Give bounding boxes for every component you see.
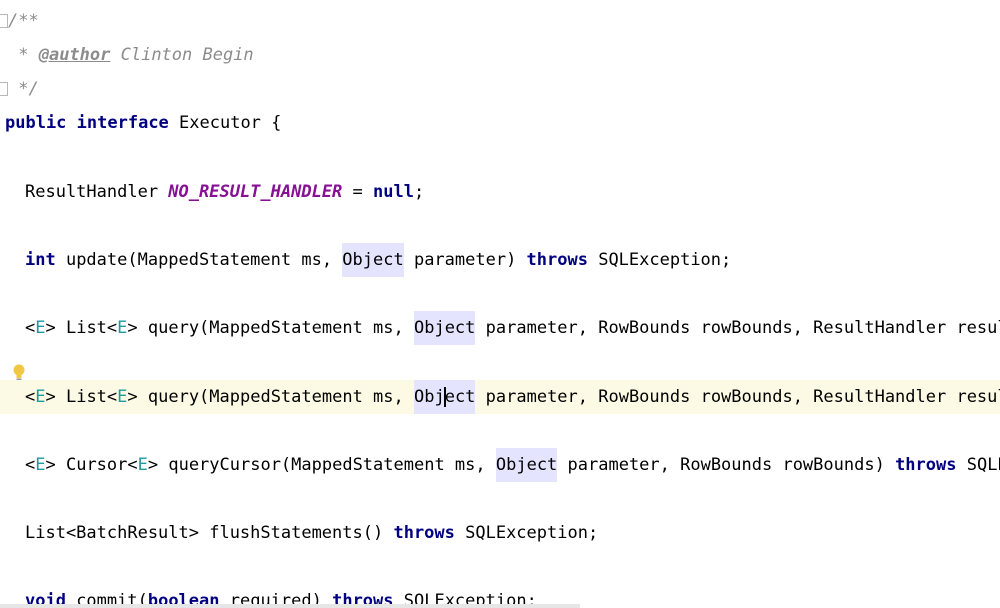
code-line-javadoc-open[interactable]: /**	[0, 4, 1000, 38]
generic-open: <	[25, 318, 36, 338]
object-part-1: Obj	[413, 387, 445, 407]
keyword-throws: throws	[526, 250, 588, 270]
type-param-e: E	[35, 387, 46, 407]
constant-no-result-handler: NO_RESULT_HANDLER	[168, 182, 343, 202]
return-type: > Cursor<	[45, 455, 138, 475]
query-signature: > query(MappedStatement ms,	[127, 318, 414, 338]
field-end: ;	[413, 182, 425, 202]
object-part-2: ect	[444, 387, 476, 407]
author-tag: @author	[38, 45, 111, 65]
code-line-query-1[interactable]: <E> List<E> query(MappedStatement ms, Ob…	[0, 311, 1000, 345]
keyword-throws: throws	[895, 455, 957, 475]
interface-name: Executor {	[168, 113, 282, 133]
usage-highlight-object-with-caret: Object	[413, 380, 476, 414]
update-signature: update(MappedStatement ms,	[55, 250, 343, 270]
keyword-int: int	[25, 250, 56, 270]
keyword-throws: throws	[332, 591, 394, 608]
author-name: Clinton Begin	[110, 45, 254, 65]
text-caret	[443, 387, 446, 407]
type-param-e: E	[35, 318, 46, 338]
field-type: ResultHandler	[25, 182, 169, 202]
type-param-e: E	[137, 455, 148, 475]
query-cursor-signature: > queryCursor(MappedStatement ms,	[147, 455, 496, 475]
code-line-field[interactable]: ResultHandler NO_RESULT_HANDLER = null;	[0, 175, 1000, 209]
javadoc-open: /**	[8, 11, 39, 31]
update-exception: SQLException;	[587, 250, 732, 270]
update-params: parameter)	[403, 250, 527, 270]
return-type: > List<	[45, 387, 118, 407]
code-line-javadoc-close[interactable]: */	[0, 72, 1000, 106]
keyword-interface: interface	[76, 113, 169, 133]
query-cursor-exception: SQLE	[966, 455, 1000, 475]
usage-highlight-object: Object	[495, 448, 558, 482]
query-cursor-params: parameter, RowBounds rowBounds)	[557, 455, 896, 475]
query-params: parameter, RowBounds rowBounds, ResultHa…	[475, 387, 1000, 407]
flush-exception: SQLException;	[454, 523, 599, 543]
usage-highlight-object: Object	[413, 311, 476, 345]
usage-highlight-object: Object	[342, 243, 404, 277]
type-param-e: E	[117, 387, 128, 407]
generic-open: <	[25, 387, 36, 407]
generic-open: <	[25, 455, 36, 475]
code-line-interface-decl[interactable]: public interface Executor {	[0, 106, 1000, 140]
commit-exception: SQLException;	[393, 591, 537, 608]
return-type: > List<	[45, 318, 118, 338]
code-line-query-2-current[interactable]: <E> List<E> query(MappedStatement ms, Ob…	[0, 380, 1000, 414]
keyword-throws: throws	[393, 523, 455, 543]
field-eq: =	[342, 182, 374, 202]
flush-signature: List<BatchResult> flushStatements()	[25, 523, 394, 543]
commit-params: required)	[219, 591, 333, 608]
horizontal-scrollbar[interactable]	[0, 604, 580, 608]
keyword-void: void	[25, 591, 66, 608]
javadoc-star: *	[8, 45, 39, 65]
commit-signature: commit(	[65, 591, 148, 608]
query-signature: > query(MappedStatement ms,	[127, 387, 414, 407]
code-line-author[interactable]: * @author Clinton Begin	[0, 38, 1000, 72]
code-line-update[interactable]: int update(MappedStatement ms, Object pa…	[0, 243, 1000, 277]
type-param-e: E	[117, 318, 128, 338]
keyword-null: null	[373, 182, 414, 202]
code-line-query-cursor[interactable]: <E> Cursor<E> queryCursor(MappedStatemen…	[0, 448, 1000, 482]
code-line-flush[interactable]: List<BatchResult> flushStatements() thro…	[0, 516, 1000, 550]
fold-marker-icon[interactable]	[0, 14, 8, 28]
fold-marker-icon[interactable]	[0, 82, 8, 96]
query-params: parameter, RowBounds rowBounds, ResultHa…	[475, 318, 1000, 338]
intention-bulb-icon[interactable]	[12, 363, 26, 383]
keyword-boolean: boolean	[147, 591, 220, 608]
keyword-public: public	[5, 113, 67, 133]
code-line-commit[interactable]: void commit(boolean required) throws SQL…	[0, 584, 1000, 608]
type-param-e: E	[35, 455, 46, 475]
javadoc-close: */	[8, 79, 39, 99]
